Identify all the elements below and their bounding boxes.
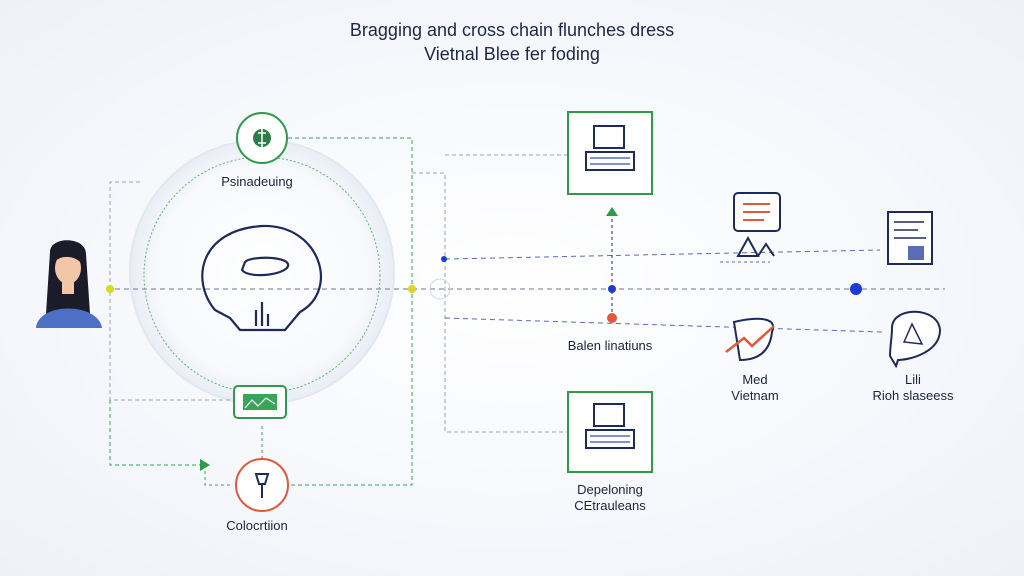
monitor-chart-icon xyxy=(233,385,287,419)
hub-green-loop xyxy=(288,137,413,486)
bottom-box-label-line1: Depeloning xyxy=(577,482,643,497)
tool-icon xyxy=(235,458,289,512)
upper-branch-connector xyxy=(444,249,881,260)
diagram-subtitle: Vietnal Blee fer foding xyxy=(424,44,600,64)
mid-right-label-line1: Med xyxy=(742,372,768,387)
junction-dot-left xyxy=(106,285,114,293)
document-chart-icon xyxy=(887,211,933,265)
trend-chart-icon xyxy=(725,317,775,362)
left-connector-green xyxy=(109,400,205,466)
gauge-icon xyxy=(888,310,942,369)
computer-terminal-icon xyxy=(567,111,653,195)
left-connector-gray xyxy=(109,181,232,401)
diagram-title: Bragging and cross chain flunches dress xyxy=(349,20,675,40)
junction-dot-hub xyxy=(408,285,416,293)
far-right-label-line2: Rioh slaseess xyxy=(872,388,954,403)
far-right-label-line1: Lili xyxy=(905,372,921,387)
bottom-box-label-line2: CEtrauleans xyxy=(574,498,646,513)
mid-right-label-line2: Vietnam xyxy=(731,388,779,403)
lower-branch-connector xyxy=(412,172,570,433)
bottom-node-label: Colocrtiion xyxy=(226,518,288,533)
arrow-head-up xyxy=(606,207,618,216)
junction-dot-mid xyxy=(608,285,616,293)
top-node-label: Psinadeuing xyxy=(221,174,293,189)
warning-chat-icon xyxy=(733,192,781,257)
lower-blue-connector xyxy=(444,317,883,333)
wallet-chat-icon xyxy=(201,224,322,332)
junction-dot-right xyxy=(850,283,862,295)
middle-node-label: Balen linatiuns xyxy=(567,338,653,353)
computer-terminal-icon-bottom xyxy=(567,391,653,473)
junction-dot-orange xyxy=(607,313,617,323)
crypto-coin-icon xyxy=(236,112,288,164)
person-avatar-icon xyxy=(36,240,102,328)
